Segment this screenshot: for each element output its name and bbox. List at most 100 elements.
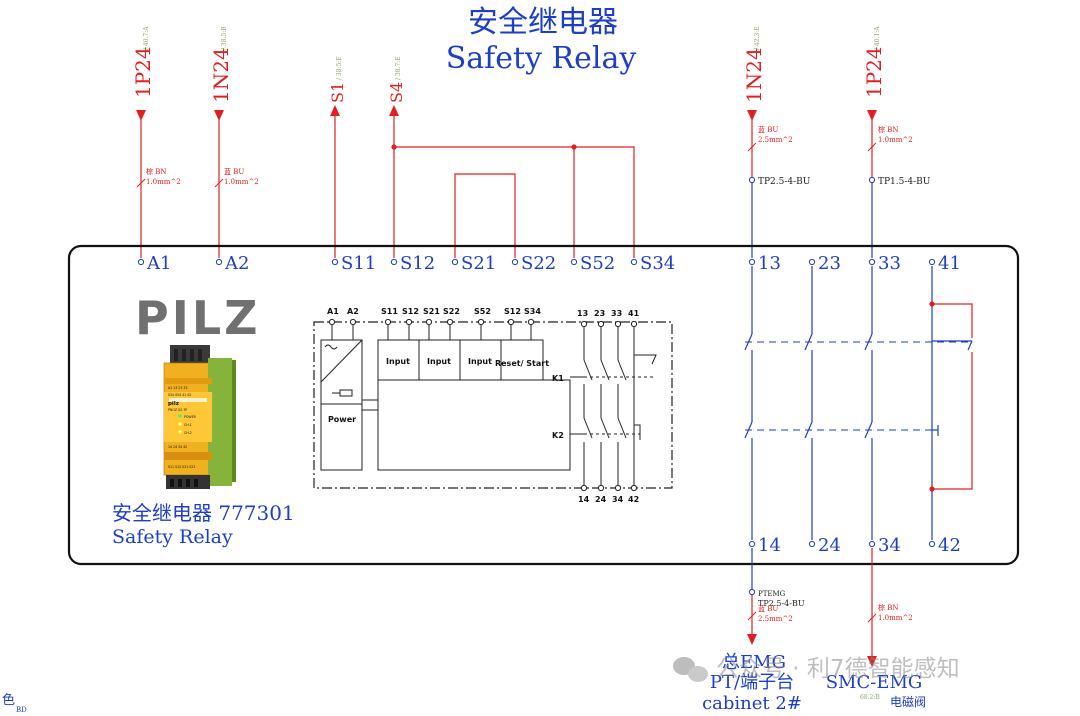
terminal-34: 34 (868, 535, 901, 556)
tp-label: TP2.5-4-BU (758, 599, 805, 608)
arrow-up-icon (389, 105, 399, 116)
junction-dot (929, 301, 935, 307)
signal-name: 1P24 (862, 46, 886, 98)
wechat-icon (673, 657, 708, 682)
terminal-24: 24 (808, 535, 841, 556)
relay-k1: K1 (552, 374, 564, 383)
terminal-a2: A2 (215, 253, 249, 274)
terminal-s21: S21 (451, 253, 496, 274)
svg-text:33: 33 (878, 253, 901, 274)
terminal-42: 42 (928, 535, 961, 556)
svg-text:1.0mm^2: 1.0mm^2 (878, 614, 913, 622)
signal-name: 1N24 (209, 47, 233, 103)
dest-emg: 总EMG (722, 652, 786, 673)
arrow-down-icon (214, 110, 224, 121)
svg-text:14: 14 (758, 535, 781, 556)
module-bottom-label: 14 24 34 42 (168, 445, 187, 449)
brand-logo: PILZ (135, 291, 261, 345)
terminal-s34: S34 (630, 253, 675, 274)
arrow-down-icon (136, 110, 146, 121)
device-name-en: Safety Relay (112, 526, 233, 548)
arrow-down-icon (867, 110, 877, 121)
svg-text:A2: A2 (347, 307, 359, 316)
schematic-frame (313, 321, 673, 489)
svg-text:41: 41 (628, 309, 640, 318)
signal-1p24-left: 1P24 / 40.7:A 棕 BN 1.0mm^2 (131, 26, 181, 258)
top-terminals: A1 A2 S11 S12 S21 S22 S52 S34 13 23 33 4… (137, 253, 961, 274)
wire-size: 1.0mm^2 (878, 136, 913, 144)
output-contacts (744, 266, 973, 540)
terminal-33: 33 (868, 253, 901, 274)
module-top-label: A1 13 23 33 (168, 386, 187, 390)
watermark-text: 公众号 · 利7德智能感知 (716, 656, 960, 682)
relay-k2: K2 (552, 431, 564, 440)
signal-1n24-right: 1N24 / 42.3:E 蓝 BU 2.5mm^2 TP2.5-4-BU (742, 26, 811, 258)
signal-ref: / 42.3:E (754, 26, 761, 50)
wire-color: 棕 BN (146, 167, 167, 176)
svg-text:S22: S22 (443, 307, 460, 316)
svg-text:13: 13 (577, 309, 588, 318)
svg-text:蓝 BU: 蓝 BU (758, 604, 778, 613)
svg-text:2.5mm^2: 2.5mm^2 (758, 615, 793, 623)
svg-text:24: 24 (595, 495, 607, 504)
signal-1p24-right: 1P24 / 40.1:A 棕 BN 1.0mm^2 TP1.5-4-BU (862, 26, 931, 258)
dest-terminal: PT/端子台 (710, 672, 794, 693)
svg-text:14: 14 (578, 495, 590, 504)
signal-ref: / 40.1:A (874, 26, 881, 50)
terminal-s22: S22 (511, 253, 556, 274)
input-block-3: Input (468, 357, 492, 366)
dest-smc-emg: SMC-EMG (826, 672, 923, 693)
svg-text:23: 23 (594, 309, 605, 318)
nc-loop (932, 303, 973, 490)
terminal-13: 13 (748, 253, 781, 274)
svg-text:S12: S12 (504, 307, 521, 316)
lower-wiring: PTEMG TP2.5-4-BU 蓝 BU 2.5mm^2 棕 BN 1.0mm… (702, 548, 926, 714)
watermark: 公众号 · 利7德智能感知 (673, 656, 960, 682)
svg-text:S12: S12 (402, 307, 419, 316)
wire-size: 1.0mm^2 (146, 178, 181, 186)
svg-text:33: 33 (611, 309, 622, 318)
svg-text:24: 24 (818, 535, 841, 556)
arrow-down-icon (747, 634, 757, 645)
svg-text:34: 34 (878, 535, 901, 556)
signal-name: S1 (328, 82, 347, 103)
svg-text:S11: S11 (341, 253, 376, 274)
terminal-point: TP1.5-4-BU (878, 177, 931, 187)
svg-text:CH.2: CH.2 (184, 431, 192, 435)
terminal-s11: S11 (331, 253, 376, 274)
signal-s1: S1 / 38.5:E (328, 56, 347, 258)
signal-ref: / 40.7:A (143, 26, 150, 50)
svg-text:S52: S52 (580, 253, 615, 274)
terminal-s12: S12 (390, 253, 435, 274)
internal-schematic: A1 A2 S11 S12 S21 S22 S52 S12 S34 13 23 … (313, 307, 673, 504)
svg-text:23: 23 (818, 253, 841, 274)
wire-size: 1.0mm^2 (224, 178, 259, 186)
corner-text: 色 (2, 692, 15, 708)
signal-1n24-left: 1N24 / 38.5:B 蓝 BU 1.0mm^2 (209, 26, 259, 258)
signal-name: 1N24 (742, 47, 766, 103)
corner-text: BD (16, 706, 27, 712)
input-block-2: Input (427, 357, 451, 366)
signal-s4: S4 / 38.7:E (387, 56, 406, 258)
wire-size: 2.5mm^2 (758, 136, 793, 144)
svg-text:S22: S22 (521, 253, 556, 274)
pt-emg-label: PTEMG (758, 590, 786, 598)
svg-text:A2: A2 (224, 253, 249, 274)
jumper-wires (394, 146, 635, 258)
svg-text:S21: S21 (423, 307, 440, 316)
terminal-point: TP2.5-4-BU (758, 177, 811, 187)
svg-text:42: 42 (628, 495, 639, 504)
device-name-cn: 安全继电器 777301 (112, 501, 295, 525)
svg-text:34: 34 (612, 495, 624, 504)
module-row2-label: S34 S54 41 42 (168, 393, 191, 397)
wire-color: 蓝 BU (758, 125, 778, 134)
svg-text:S21: S21 (461, 253, 496, 274)
signal-ref: / 38.5:B (221, 26, 228, 50)
svg-text:42: 42 (938, 535, 961, 556)
svg-text:S52: S52 (474, 307, 491, 316)
dest-cabinet: cabinet 2# (702, 693, 802, 712)
dest-ref: 68.2:B (860, 694, 880, 701)
wire-color: 棕 BN (878, 125, 899, 134)
signal-name: 1P24 (131, 46, 155, 98)
